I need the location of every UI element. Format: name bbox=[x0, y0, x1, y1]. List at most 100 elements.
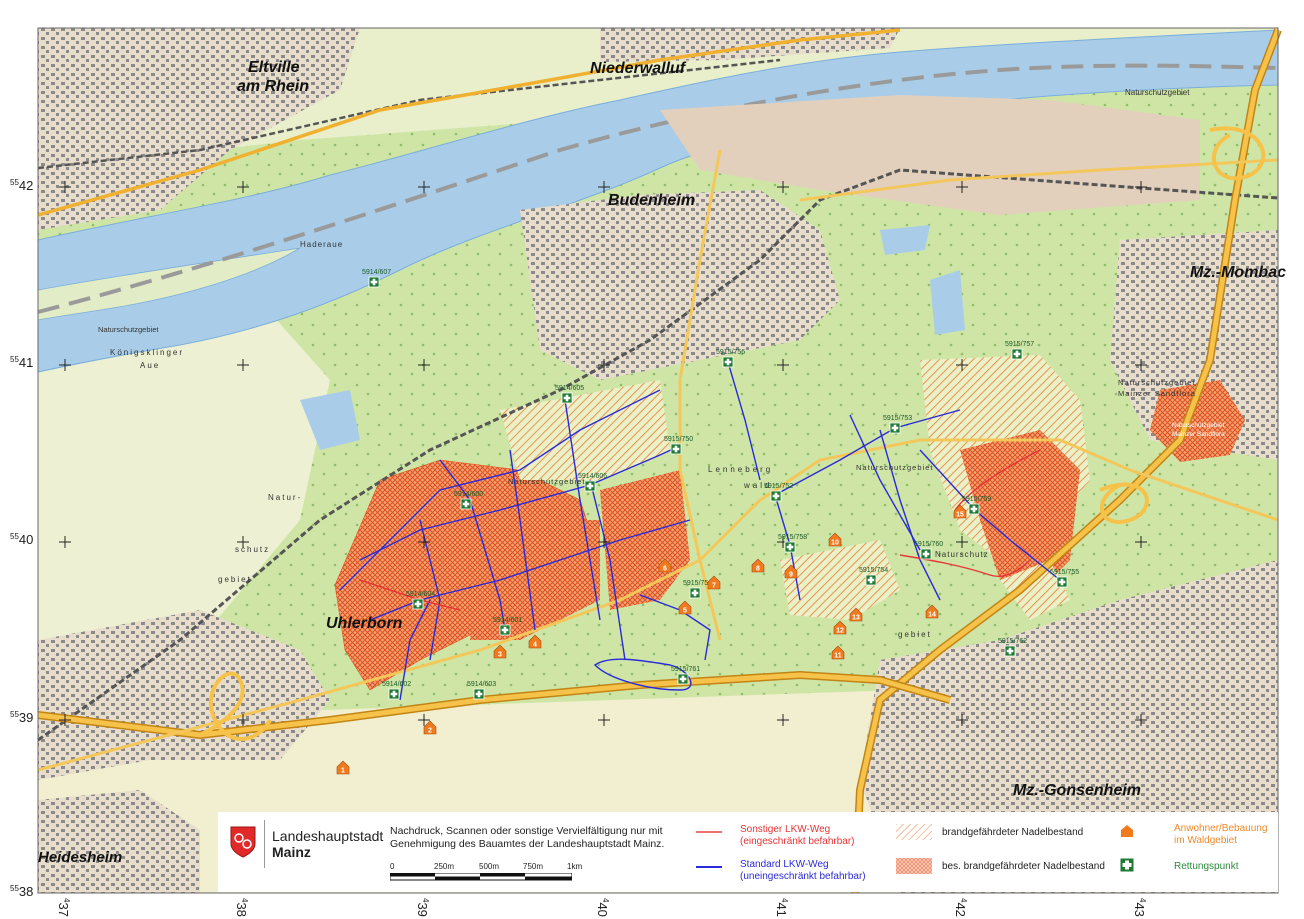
label-aue: Aue bbox=[140, 361, 160, 370]
label-lenneberg: Lenneberg bbox=[708, 465, 773, 474]
house-number: 8 bbox=[756, 566, 760, 573]
legend-red-line-label: Sonstiger LKW-Weg(eingeschränkt befahrba… bbox=[740, 824, 855, 847]
label-naturschutzgebiet-forest: Naturschutzgebiet bbox=[508, 477, 585, 486]
scale-label-1km: 1km bbox=[567, 862, 583, 871]
grid-cross bbox=[1135, 359, 1147, 371]
legend-blue-line-label: Standard LKW-Weg(uneingeschränkt befahrb… bbox=[740, 859, 866, 882]
grid-cross bbox=[598, 181, 610, 193]
rescue-point-label: 5914/601 bbox=[493, 617, 522, 624]
scale-bar: 0 250m 500m 750m 1km bbox=[390, 862, 583, 882]
house-icon[interactable]: 10 bbox=[828, 532, 842, 547]
house-number: 14 bbox=[928, 612, 936, 619]
place-gonsenheim: Mz.-Gonsenheim bbox=[1013, 782, 1141, 799]
interchange-west bbox=[199, 671, 272, 741]
rescue-point[interactable]: 5915/757 bbox=[1005, 341, 1034, 360]
road-b9 bbox=[37, 28, 901, 217]
house-icon[interactable]: 14 bbox=[925, 604, 939, 619]
grid-cross bbox=[1135, 181, 1147, 193]
place-uhlerborn: Uhlerborn bbox=[326, 615, 403, 632]
grid-cross bbox=[59, 536, 71, 548]
house-icon[interactable]: 13 bbox=[849, 607, 863, 622]
rescue-point[interactable]: 5915/753 bbox=[883, 415, 912, 434]
rescue-point[interactable]: 5915/759 bbox=[962, 496, 991, 515]
rescue-point-label: 5914/600 bbox=[454, 491, 483, 498]
grid-label-east: 440 bbox=[595, 898, 610, 917]
grid-cross bbox=[956, 536, 968, 548]
legend-red-line-swatch bbox=[696, 831, 722, 833]
house-icon[interactable]: 3 bbox=[493, 644, 507, 659]
scale-label-500: 500m bbox=[479, 862, 500, 871]
grid-cross bbox=[777, 181, 789, 193]
grid-cross bbox=[956, 714, 968, 726]
scale-bar-graphic bbox=[390, 873, 572, 881]
legend-panel: Landeshauptstadt Mainz Nachdruck, Scanne… bbox=[218, 812, 1278, 892]
grid-cross bbox=[59, 181, 71, 193]
grid-labels: 5542554155405539553843743843944044144244… bbox=[10, 178, 1147, 917]
pond-2 bbox=[930, 270, 965, 335]
rescue-point[interactable]: 5914/607 bbox=[362, 269, 391, 288]
house-icon[interactable]: 7 bbox=[707, 575, 721, 590]
rescue-point[interactable]: 5914/602 bbox=[382, 681, 411, 700]
interchange-south bbox=[1099, 482, 1149, 524]
house-icon[interactable]: 11 bbox=[831, 645, 845, 660]
rescue-point[interactable]: 5914/603 bbox=[467, 681, 496, 700]
grid-label-north: 5539 bbox=[10, 710, 33, 725]
field-area-west bbox=[38, 290, 330, 700]
rescue-point[interactable]: 5915/760 bbox=[914, 541, 943, 560]
road-budenheim bbox=[37, 438, 1279, 772]
rescue-point[interactable]: 5914/604 bbox=[406, 591, 435, 610]
grid-cross bbox=[956, 181, 968, 193]
label-koenigsklinger: Königsklinger bbox=[110, 348, 184, 357]
house-icon bbox=[1121, 825, 1133, 837]
legend-blue-line-swatch bbox=[696, 866, 722, 868]
rescue-point[interactable]: 5915/751 bbox=[683, 580, 712, 599]
rescue-point[interactable]: 5915/758 bbox=[778, 534, 807, 553]
grid-cross bbox=[1135, 714, 1147, 726]
house-icon[interactable]: 15 bbox=[953, 504, 967, 519]
label-schutz: schutz bbox=[235, 545, 270, 554]
grid-label-north: 5542 bbox=[10, 178, 33, 193]
label-haderaue: Haderaue bbox=[300, 240, 343, 249]
budenheim-town bbox=[520, 190, 840, 380]
rescue-point-label: 5915/761 bbox=[671, 666, 700, 673]
rescue-point[interactable]: 5914/606 bbox=[578, 473, 607, 492]
rescue-point[interactable]: 5914/601 bbox=[493, 617, 522, 636]
mainz-coat-of-arms-icon bbox=[230, 826, 256, 858]
rescue-point[interactable]: 5915/754 bbox=[859, 567, 888, 586]
house-icon[interactable]: 4 bbox=[528, 634, 542, 649]
place-budenheim: Budenheim bbox=[608, 192, 695, 209]
org-city: Mainz bbox=[272, 844, 311, 860]
rescue-point[interactable]: 5915/750 bbox=[664, 436, 693, 455]
place-mombach: Mz.-Mombac bbox=[1190, 264, 1286, 281]
rescue-point[interactable]: 5915/755 bbox=[1050, 569, 1079, 588]
grid-label-north: 5540 bbox=[10, 532, 33, 547]
org-name: Landeshauptstadt bbox=[272, 828, 384, 844]
label-naturschutz-e: Naturschutz bbox=[935, 550, 989, 559]
pond-3 bbox=[880, 225, 930, 255]
rescue-point[interactable]: 5915/762 bbox=[998, 638, 1027, 657]
pine-area-light-se bbox=[1000, 560, 1070, 620]
house-number: 15 bbox=[956, 512, 964, 519]
label-natur: Natur- bbox=[268, 493, 302, 502]
rescue-point-label: 5915/756 bbox=[716, 349, 745, 356]
rescue-point[interactable]: 5914/605 bbox=[555, 385, 584, 404]
house-icon[interactable]: 5 bbox=[678, 600, 692, 615]
rescue-point[interactable]: 5915/752 bbox=[764, 483, 793, 502]
scale-label-750: 750m bbox=[523, 862, 544, 871]
house-icon[interactable]: 6 bbox=[658, 558, 672, 573]
rescue-point[interactable]: 5915/761 bbox=[671, 666, 700, 685]
mombach-town bbox=[1110, 230, 1278, 460]
house-icon[interactable]: 12 bbox=[833, 620, 847, 635]
grid-cross bbox=[418, 181, 430, 193]
rescue-point[interactable]: 5914/600 bbox=[454, 491, 483, 510]
label-gebiet: gebiet bbox=[218, 575, 252, 584]
rescue-point[interactable]: 5915/756 bbox=[716, 349, 745, 368]
place-niederwalluf: Niederwalluf bbox=[590, 60, 687, 77]
house-icon[interactable]: 8 bbox=[751, 558, 765, 573]
grid-label-east: 437 bbox=[56, 898, 71, 917]
house-icon[interactable]: 1 bbox=[336, 760, 350, 775]
house-icon[interactable]: 9 bbox=[784, 564, 798, 579]
grid-cross bbox=[237, 359, 249, 371]
house-icon[interactable]: 2 bbox=[423, 720, 437, 735]
